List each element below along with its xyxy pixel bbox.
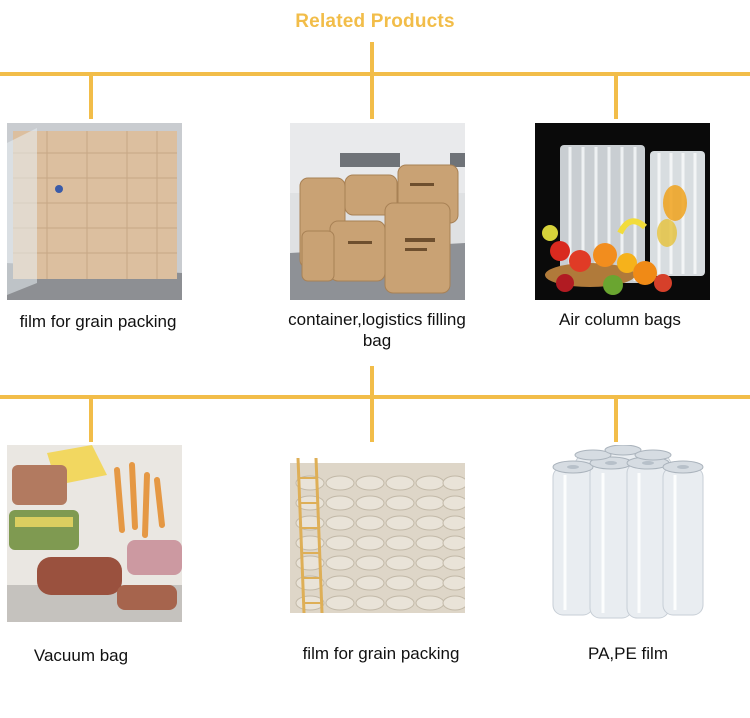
top-connector [370, 42, 374, 74]
connector-3 [614, 76, 618, 119]
connector-1 [89, 76, 93, 119]
product-label[interactable]: film for grain packing [302, 644, 460, 663]
connector-6 [614, 399, 618, 442]
row2-divider [0, 395, 750, 399]
middle-connector [370, 366, 374, 396]
product-image-grain-sacks[interactable] [290, 458, 465, 613]
connector-2 [370, 76, 374, 119]
product-label[interactable]: container,logistics filling bag [288, 310, 466, 350]
product-label[interactable]: PA,PE film [588, 644, 668, 663]
connector-4 [89, 399, 93, 442]
product-image-air-column-bags[interactable] [535, 123, 710, 300]
row1-divider [0, 72, 750, 76]
product-label[interactable]: Air column bags [559, 310, 681, 329]
product-image-wrapped-cartons[interactable] [7, 123, 182, 300]
product-label[interactable]: Vacuum bag [33, 646, 129, 665]
product-image-film-rolls[interactable] [535, 445, 710, 622]
section-title: Related Products [295, 11, 455, 32]
connector-5 [370, 399, 374, 442]
product-label[interactable]: film for grain packing [19, 312, 177, 331]
product-image-dunnage-bags[interactable] [290, 123, 465, 300]
product-image-vacuum-bag[interactable] [7, 445, 182, 622]
